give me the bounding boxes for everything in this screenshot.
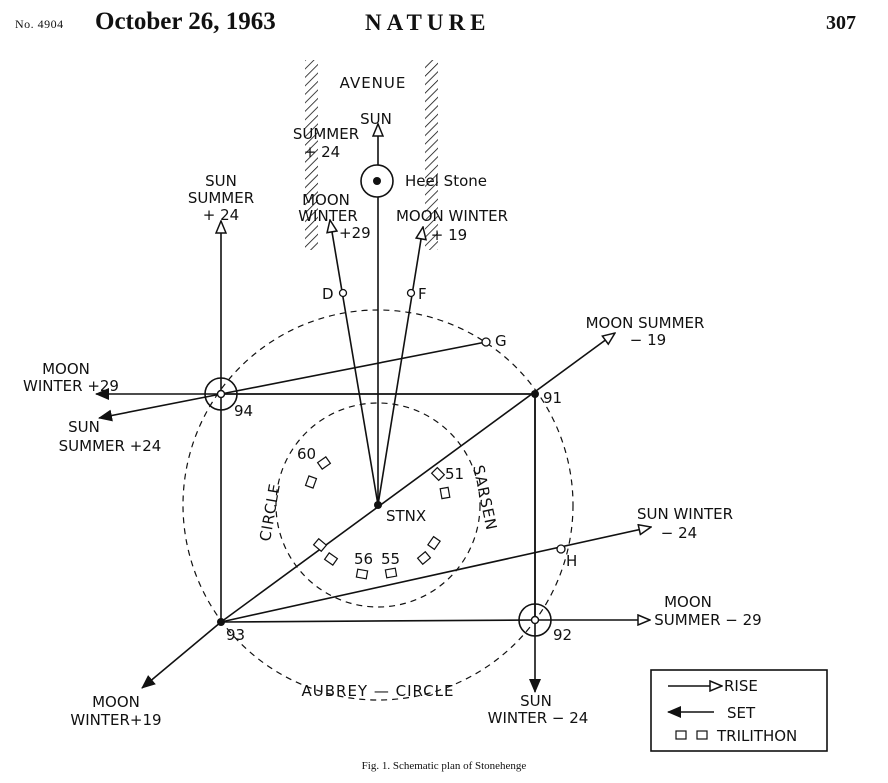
moon-summer-29-label: MOON bbox=[664, 593, 712, 611]
stone-h-marker bbox=[556, 544, 566, 554]
legend-rise-label: RISE bbox=[724, 677, 758, 695]
legend-trilithon-box-2 bbox=[696, 730, 708, 740]
sun-winter-24-rise bbox=[220, 527, 651, 623]
sun-winter-bottom-value: WINTER − 24 bbox=[488, 709, 589, 727]
stone-55-label: 55 bbox=[381, 550, 400, 568]
center-label: STNX bbox=[386, 507, 426, 525]
sarsen-label: SARSEN bbox=[469, 463, 500, 532]
sun-left-label: SUN bbox=[205, 172, 237, 190]
station-94-label: 94 bbox=[234, 402, 253, 420]
aubrey-circle-label: AUBREY — CIRCLE bbox=[301, 682, 454, 700]
moon-w29-top-winter: WINTER bbox=[298, 207, 358, 225]
legend-trilithon-label: TRILITHON bbox=[716, 727, 797, 745]
station-91-dot bbox=[531, 390, 539, 398]
station-93-label: 93 bbox=[226, 626, 245, 644]
legend-trilithon-box-1 bbox=[675, 730, 687, 740]
stone-56-label: 56 bbox=[354, 550, 373, 568]
moon-summer-29-value: SUMMER − 29 bbox=[654, 611, 761, 629]
heel-stone-dot bbox=[373, 177, 381, 185]
sun-s24-left-value: SUMMER +24 bbox=[59, 437, 162, 455]
sun-summer-24-set bbox=[98, 393, 222, 422]
stone-d-label: D bbox=[322, 285, 334, 303]
station-93-dot bbox=[217, 618, 225, 626]
trilithon-stones bbox=[304, 456, 451, 580]
avenue-label: AVENUE bbox=[340, 74, 407, 92]
moon-w29-left-label: MOON bbox=[42, 360, 90, 378]
moon-winter-29-rise bbox=[330, 220, 379, 506]
sun-left-summer: SUMMER bbox=[188, 189, 254, 207]
center-dot bbox=[374, 501, 382, 509]
stone-51-label: 51 bbox=[445, 465, 464, 483]
station-94-ring bbox=[204, 377, 238, 411]
sun-winter-24-value: − 24 bbox=[661, 524, 697, 542]
station-91-label: 91 bbox=[543, 389, 562, 407]
stone-f-marker bbox=[406, 288, 416, 298]
page-number: 307 bbox=[826, 12, 856, 34]
sun-winter-24-label: SUN WINTER bbox=[637, 505, 733, 523]
sarsen-circle bbox=[275, 402, 481, 608]
station-92-dot bbox=[530, 615, 540, 625]
moon-summer-19-rise bbox=[220, 333, 615, 623]
station-94-dot bbox=[216, 389, 226, 399]
moon-w29-top-value: +29 bbox=[339, 224, 371, 242]
stone-d-marker bbox=[338, 288, 348, 298]
avenue-bank-left bbox=[305, 60, 318, 250]
moon-w19-top-label: MOON WINTER bbox=[396, 207, 508, 225]
station-92-ring bbox=[518, 603, 552, 637]
moon-w29-top-label: MOON bbox=[302, 191, 350, 209]
issue-number: No. 4904 bbox=[15, 17, 64, 31]
stone-g-label: G bbox=[495, 332, 507, 350]
sun-s24-left-label: SUN bbox=[68, 418, 100, 436]
figure-caption: Fig. 1. Schematic plan of Stonehenge bbox=[361, 760, 527, 772]
stone-f-label: F bbox=[418, 285, 427, 303]
stone-g-marker bbox=[481, 337, 491, 347]
page-header: No. 4904 October 26, 1963 NATURE 307 bbox=[0, 0, 888, 40]
summer-top-value: + 24 bbox=[304, 143, 340, 161]
sun-left-value: + 24 bbox=[203, 206, 239, 224]
moon-winter-19-set bbox=[141, 621, 222, 689]
moon-summer-19-value: − 19 bbox=[630, 331, 666, 349]
moon-w19-top-value: + 19 bbox=[431, 226, 467, 244]
moon-w29-left-value: WINTER +29 bbox=[23, 377, 119, 395]
journal-title: NATURE bbox=[365, 10, 491, 35]
stone-h-label: H bbox=[566, 552, 577, 570]
sun-top-label: SUN bbox=[360, 110, 392, 128]
moon-winter-19-bottom-label: MOON bbox=[92, 693, 140, 711]
heel-stone-label: Heel Stone bbox=[405, 172, 487, 190]
avenue-bank-right bbox=[425, 60, 438, 250]
station-92-label: 92 bbox=[553, 626, 572, 644]
issue-date: October 26, 1963 bbox=[95, 8, 276, 35]
moon-summer-19-label: MOON SUMMER bbox=[586, 314, 705, 332]
moon-winter-19-rise bbox=[377, 227, 423, 506]
station-94-to-g bbox=[220, 341, 487, 395]
legend: RISE SET TRILITHON bbox=[650, 669, 828, 752]
summer-top-label: SUMMER bbox=[293, 125, 359, 143]
legend-set-label: SET bbox=[727, 704, 756, 722]
moon-winter-19-bottom-value: WINTER+19 bbox=[70, 711, 161, 729]
station-line-93-92 bbox=[220, 619, 536, 623]
sun-winter-bottom-label: SUN bbox=[520, 692, 552, 710]
stone-60-label: 60 bbox=[297, 445, 316, 463]
